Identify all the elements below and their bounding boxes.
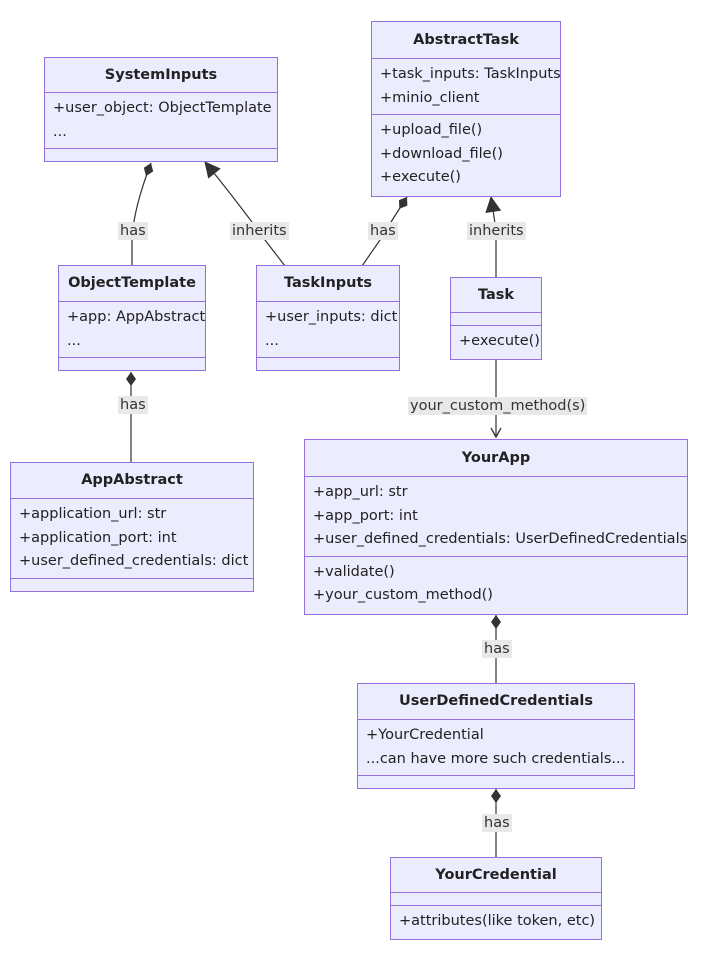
class-task-inputs[interactable]: TaskInputs +user_inputs: dict ...	[256, 265, 400, 371]
method: +download_file()	[380, 145, 503, 162]
methods-section	[358, 776, 634, 785]
attribute: ...	[53, 123, 67, 140]
attribute: +application_port: int	[19, 529, 177, 546]
edge-label: your_custom_method(s)	[408, 397, 588, 415]
attribute: +application_url: str	[19, 506, 167, 522]
class-name: YourCredential	[391, 858, 601, 893]
method: +your_custom_method()	[313, 587, 493, 603]
method: +validate()	[313, 563, 395, 580]
edge-object-template-to-system-inputs	[131, 162, 154, 265]
attributes-section	[391, 893, 601, 906]
attribute: ...	[67, 332, 81, 349]
class-app-abstract[interactable]: AppAbstract +application_url: str +appli…	[10, 462, 254, 592]
edge-label: has	[118, 396, 148, 414]
attribute: ...can have more such credentials...	[366, 750, 626, 767]
attribute: +user_object: ObjectTemplate	[53, 100, 272, 116]
method: +execute()	[380, 169, 461, 185]
class-system-inputs[interactable]: SystemInputs +user_object: ObjectTemplat…	[44, 57, 278, 162]
methods-section: +validate() +your_custom_method()	[305, 557, 687, 612]
attributes-section: +YourCredential ...can have more such cr…	[358, 720, 634, 776]
attributes-section: +app_url: str +app_port: int +user_defin…	[305, 477, 687, 557]
attributes-section: +task_inputs: TaskInputs +minio_client	[372, 59, 561, 115]
edge-label: inherits	[230, 222, 289, 240]
edge-label: has	[368, 222, 398, 240]
attribute: +user_defined_credentials: dict	[19, 553, 249, 569]
attributes-section: +user_object: ObjectTemplate ...	[45, 93, 277, 149]
method: +execute()	[459, 333, 540, 349]
method: +upload_file()	[380, 122, 483, 138]
attributes-section	[451, 313, 541, 326]
method: +attributes(like token, etc)	[399, 913, 596, 929]
class-name: UserDefinedCredentials	[358, 684, 634, 720]
methods-section: +attributes(like token, etc)	[391, 906, 601, 938]
attribute: +minio_client	[380, 89, 480, 106]
edge-label: has	[482, 814, 512, 832]
attribute: +YourCredential	[366, 727, 484, 743]
attribute: +task_inputs: TaskInputs	[380, 66, 561, 82]
class-name: TaskInputs	[257, 266, 399, 302]
attribute: +app_port: int	[313, 507, 418, 524]
methods-section	[257, 358, 399, 367]
class-name: SystemInputs	[45, 58, 277, 93]
methods-section	[45, 149, 277, 158]
methods-section	[59, 358, 205, 367]
attribute: +app_url: str	[313, 484, 408, 500]
edge-task-inputs-to-system-inputs	[204, 161, 286, 267]
methods-section	[11, 579, 253, 588]
methods-section: +upload_file() +download_file() +execute…	[372, 115, 560, 194]
attributes-section: +application_url: str +application_port:…	[11, 499, 253, 579]
class-user-defined-credentials[interactable]: UserDefinedCredentials +YourCredential .…	[357, 683, 635, 789]
class-name: Task	[451, 278, 541, 313]
edge-label: has	[482, 640, 512, 658]
class-task[interactable]: Task +execute()	[450, 277, 542, 360]
class-name: AppAbstract	[11, 463, 253, 499]
edge-label: inherits	[467, 222, 526, 240]
class-name: YourApp	[305, 440, 687, 477]
attributes-section: +user_inputs: dict ...	[257, 302, 399, 358]
class-your-credential[interactable]: YourCredential +attributes(like token, e…	[390, 857, 602, 940]
class-your-app[interactable]: YourApp +app_url: str +app_port: int +us…	[304, 439, 688, 615]
attribute: ...	[265, 332, 279, 349]
class-abstract-task[interactable]: AbstractTask +task_inputs: TaskInputs +m…	[371, 21, 561, 197]
attribute: +app: AppAbstract	[67, 309, 206, 325]
class-object-template[interactable]: ObjectTemplate +app: AppAbstract ...	[58, 265, 206, 371]
attributes-section: +app: AppAbstract ...	[59, 302, 205, 358]
class-name: AbstractTask	[372, 22, 560, 59]
class-name: ObjectTemplate	[59, 266, 205, 302]
methods-section: +execute()	[451, 326, 541, 358]
edge-label: has	[118, 222, 148, 240]
attribute: +user_defined_credentials: UserDefinedCr…	[313, 531, 688, 547]
attribute: +user_inputs: dict	[265, 309, 398, 325]
